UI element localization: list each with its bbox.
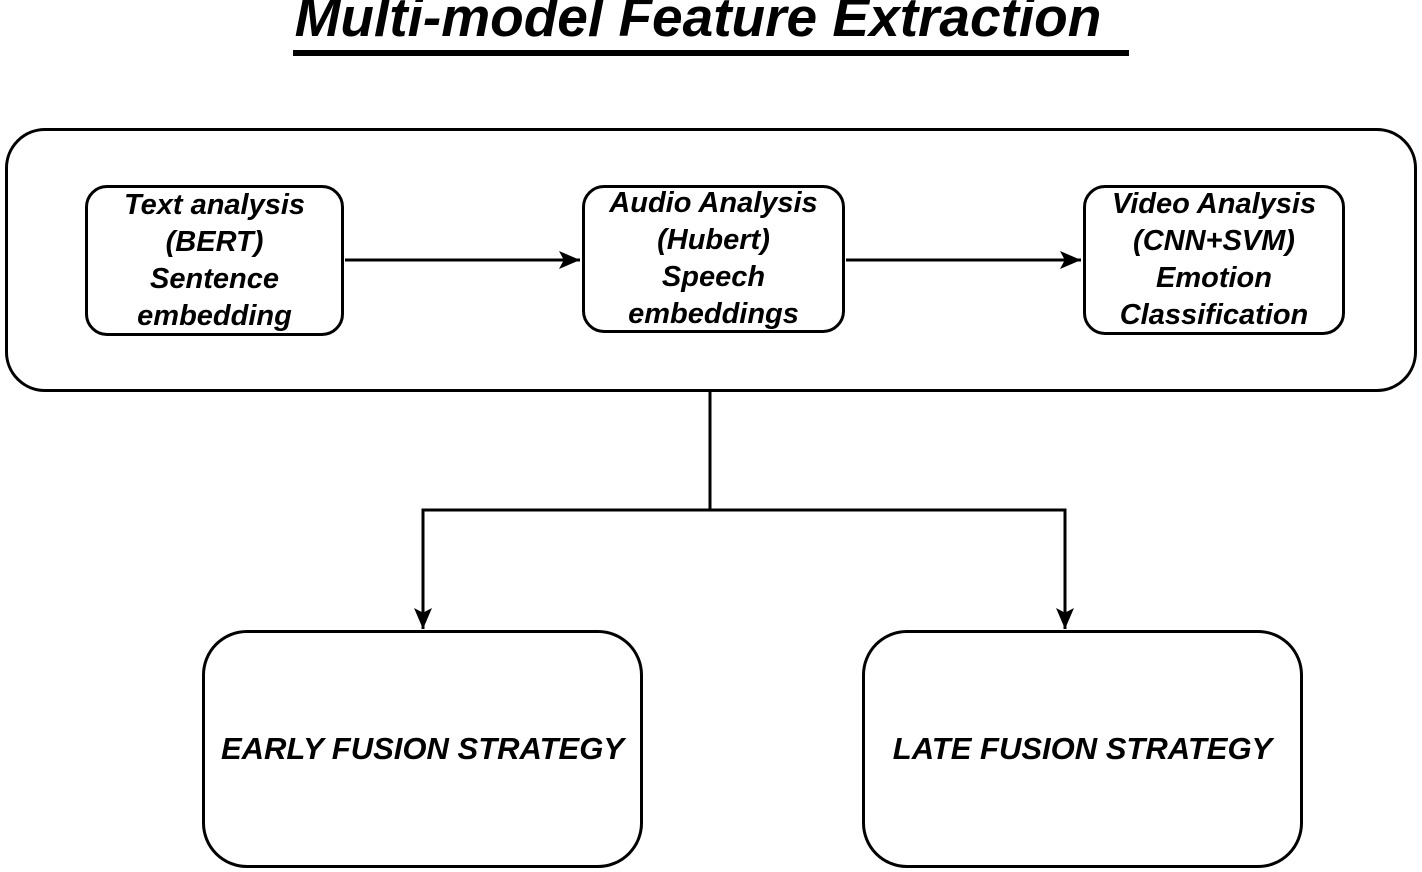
node-label-line: Text analysis bbox=[123, 188, 306, 221]
video-analysis-node: Video Analysis (CNN+SVM) Emotion Classif… bbox=[1083, 185, 1345, 335]
strategy-label: EARLY FUSION STRATEGY bbox=[220, 731, 625, 766]
node-label-line: embeddings bbox=[628, 298, 799, 330]
audio-analysis-node: Audio Analysis (Hubert) Speech embedding… bbox=[582, 185, 845, 333]
node-label-line: Emotion bbox=[1156, 262, 1272, 294]
node-label-line: Audio Analysis bbox=[609, 187, 818, 219]
late-fusion-node: LATE FUSION STRATEGY bbox=[862, 630, 1303, 868]
strategy-label: LATE FUSION STRATEGY bbox=[892, 731, 1273, 766]
node-label-line: Sentence bbox=[150, 262, 279, 295]
node-label-line: Classification bbox=[1119, 299, 1309, 331]
node-label-line: (Hubert) bbox=[657, 224, 770, 256]
node-label-line: Speech bbox=[661, 261, 766, 293]
node-label-line: embedding bbox=[137, 299, 292, 332]
diagram-title: Multi-model Feature Extraction bbox=[292, 0, 1130, 56]
node-label-line: Video Analysis bbox=[1111, 188, 1317, 220]
text-analysis-node: Text analysis (BERT) Sentence embedding bbox=[85, 185, 344, 336]
feature-extraction-container bbox=[5, 128, 1417, 392]
early-fusion-node: EARLY FUSION STRATEGY bbox=[202, 630, 643, 868]
node-label-line: (BERT) bbox=[165, 225, 264, 258]
title-wrap: Multi-model Feature Extraction bbox=[0, 0, 1422, 56]
node-label-line: (CNN+SVM) bbox=[1133, 225, 1295, 257]
